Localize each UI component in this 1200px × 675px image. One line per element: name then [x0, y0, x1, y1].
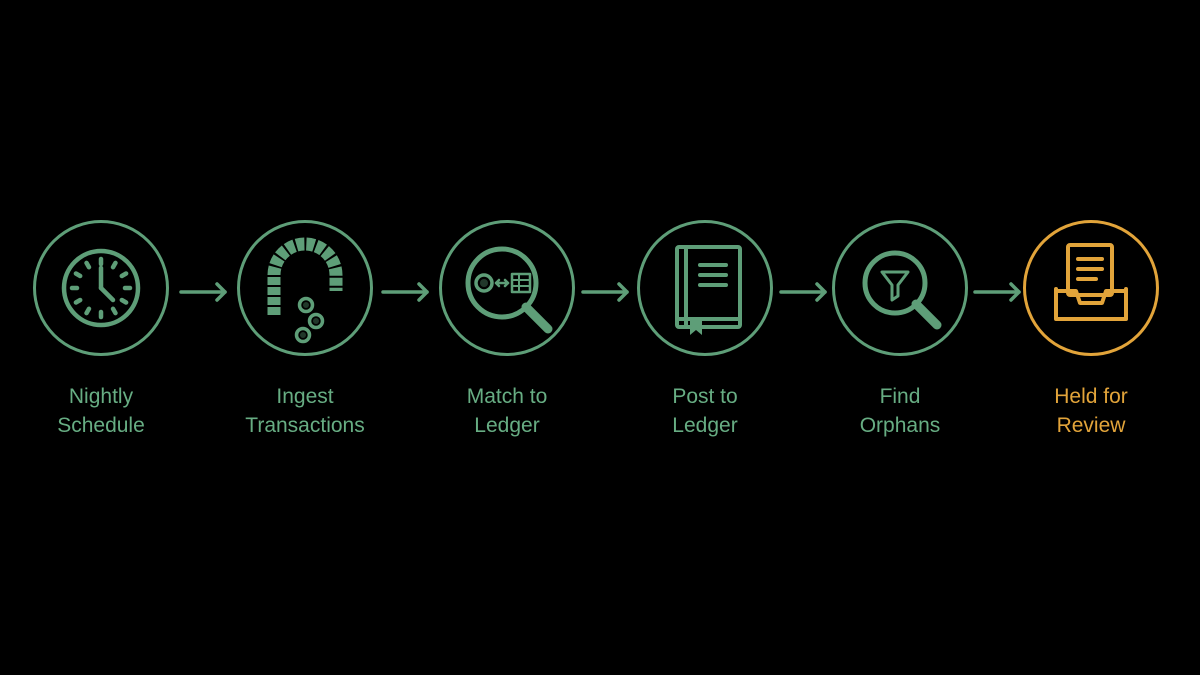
step-ring [637, 220, 773, 356]
step-label-line: Post to [672, 385, 738, 408]
step-nightly-schedule: Nightly Schedule [16, 220, 186, 440]
step-ring [832, 220, 968, 356]
step-ingest-transactions: Ingest Transactions [220, 220, 390, 440]
step-match-to-ledger: Match to Ledger [422, 220, 592, 440]
arch-with-coins-icon [267, 237, 343, 344]
step-label: Match to Ledger [422, 382, 592, 440]
step-ring [439, 220, 575, 356]
step-label: Nightly Schedule [16, 382, 186, 440]
step-label-line: Transactions [245, 414, 365, 437]
step-label-line: Orphans [859, 414, 941, 437]
step-ring [33, 220, 169, 356]
ledger-book-icon [675, 245, 742, 335]
inbox-tray-icon [1054, 243, 1128, 321]
clock-icon [61, 248, 141, 328]
match-magnifier-icon [465, 246, 553, 334]
step-label-line: Find [879, 385, 921, 408]
step-held-for-review: Held for Review [1006, 220, 1176, 440]
step-label: Held for Review [1006, 382, 1176, 440]
step-post-to-ledger: Post to Ledger [620, 220, 790, 440]
step-label-line: Match to [466, 385, 548, 408]
step-label-line: Ingest [276, 385, 334, 408]
flow-arrow [580, 280, 632, 304]
step-label-line: Ledger [474, 414, 540, 437]
step-label-line: Nightly [68, 385, 134, 408]
step-label-line: Ledger [672, 414, 738, 437]
flow-arrow [380, 280, 432, 304]
step-find-orphans: Find Orphans [815, 220, 985, 440]
flow-arrow [778, 280, 830, 304]
step-label-line: Held for [1054, 385, 1128, 408]
step-label-line: Schedule [57, 414, 145, 437]
step-ring [1023, 220, 1159, 356]
flow-arrow [972, 280, 1024, 304]
step-label-line: Review [1056, 414, 1126, 437]
step-label: Find Orphans [815, 382, 985, 440]
step-ring [237, 220, 373, 356]
flow-arrow [178, 280, 230, 304]
step-label: Post to Ledger [620, 382, 790, 440]
step-label: Ingest Transactions [220, 382, 390, 440]
filter-magnifier-icon [862, 250, 942, 330]
